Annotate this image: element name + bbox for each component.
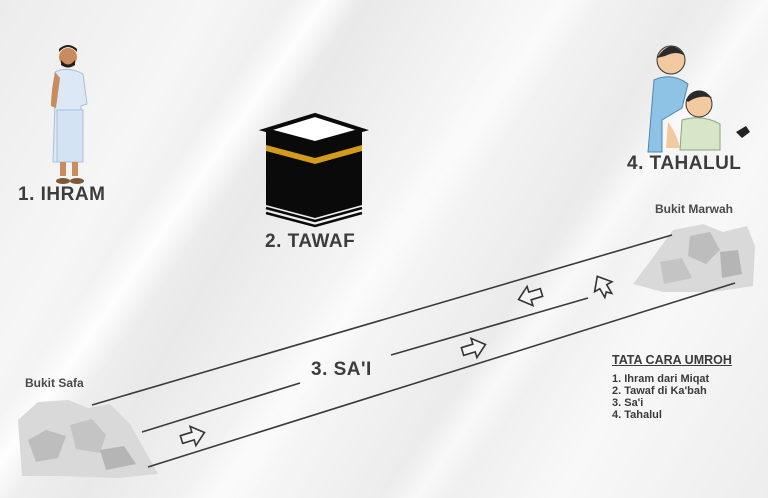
legend-item: 1. Ihram dari Miqat: [612, 373, 710, 385]
legend-title: TATA CARA UMROH: [612, 353, 732, 367]
arrow-right-icon: [460, 337, 487, 360]
hair-cutting-icon: [647, 45, 750, 153]
legend-item: 3. Sa'i: [612, 397, 644, 409]
legend-item: 2. Tawaf di Ka'bah: [612, 385, 707, 397]
step-sai-label: 3. SA'I: [311, 359, 372, 380]
umrah-steps-legend: TATA CARA UMROH 1. Ihram dari Miqat 2. T…: [612, 353, 732, 421]
step-tahalul-label: 4. TAHALUL: [627, 153, 742, 174]
step-tawaf-label: 2. TAWAF: [265, 231, 356, 252]
kaaba-icon: [258, 112, 370, 228]
step-ihram-label: 1. IHRAM: [18, 184, 106, 205]
arrow-right-icon: [179, 425, 206, 448]
arrow-uturn-icon: [593, 275, 614, 300]
pilgrim-ihram-icon: [51, 45, 88, 184]
place-marwah-label: Bukit Marwah: [655, 202, 734, 216]
place-safa-label: Bukit Safa: [25, 376, 84, 390]
arrow-left-icon: [517, 284, 544, 307]
legend-item: 4. Tahalul: [612, 409, 662, 421]
rocks-marwah-icon: [633, 224, 755, 292]
rocks-safa-icon: [18, 400, 158, 478]
sai-path-lines: [91, 234, 736, 468]
